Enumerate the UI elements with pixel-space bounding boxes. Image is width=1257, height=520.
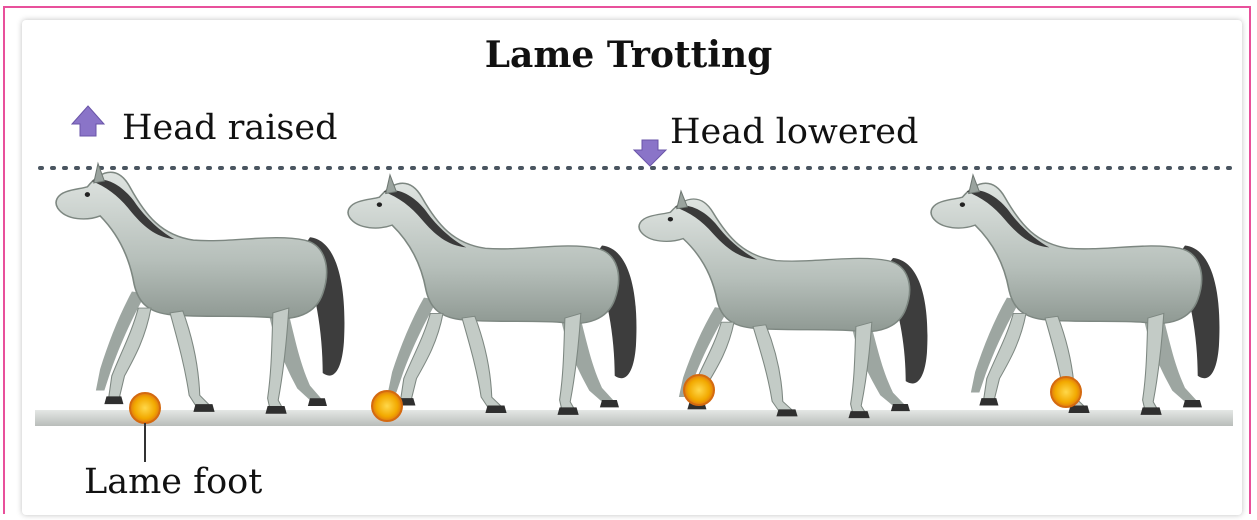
head-raised-label: Head raised — [122, 108, 338, 148]
lame-foot-marker-1 — [130, 393, 160, 423]
up-arrow-icon — [72, 106, 104, 136]
horse-figure-2 — [348, 175, 636, 415]
lame-foot-marker-3 — [684, 375, 714, 405]
lame-foot-label: Lame foot — [84, 462, 262, 502]
horse-figure-4 — [931, 175, 1219, 415]
down-arrow-icon — [634, 140, 666, 166]
ground-strip — [35, 410, 1233, 426]
horse-figure-3 — [639, 191, 927, 418]
lame-foot-marker-2 — [372, 391, 402, 421]
lame-foot-marker-4 — [1051, 377, 1081, 407]
head-lowered-label: Head lowered — [670, 112, 918, 152]
horse-figure-1 — [56, 164, 344, 414]
